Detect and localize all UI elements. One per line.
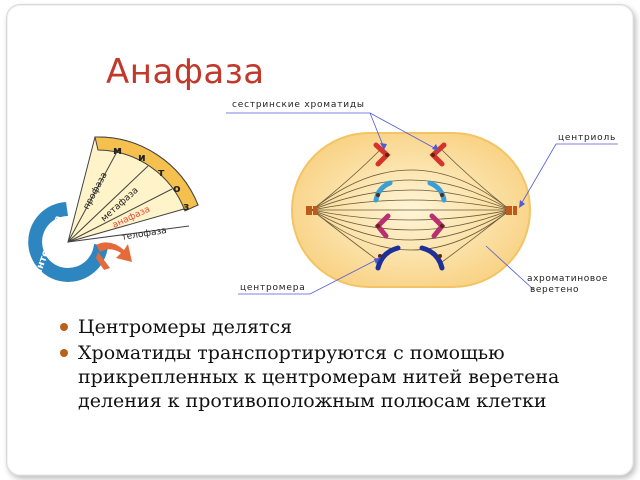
phase-label-telophase: телофаза — [121, 226, 168, 243]
bullet-item: Центромеры делятся — [60, 315, 620, 339]
pointer-lines — [226, 112, 618, 295]
wheel-letter: т — [158, 166, 165, 179]
label-centriole: центриоль — [558, 133, 616, 143]
slide-title: Анафаза — [106, 52, 265, 92]
centriole-right — [506, 206, 517, 215]
chromatid-navy-right — [419, 245, 445, 271]
chromatid-navy-left — [375, 245, 401, 271]
cycle-arrow-icon — [96, 252, 110, 270]
spindle-fibers — [311, 149, 511, 263]
label-spindle-line2: веретено — [530, 285, 579, 295]
cycle-arrow-icon — [96, 242, 132, 262]
bullet-item: Хроматиды транспортируются с помощью при… — [60, 341, 620, 413]
label-sister-chromatids: сестринские хроматиды — [232, 100, 365, 110]
wheel-outer-band — [94, 136, 199, 212]
label-spindle-line1: ахроматиновое — [527, 274, 608, 284]
centriole-left — [306, 206, 317, 215]
wheel-letter: з — [183, 200, 189, 213]
wheel-letter: и — [138, 151, 146, 164]
wheel-letter: о — [173, 182, 181, 195]
centromeres — [376, 153, 444, 258]
interphase-ring — [28, 202, 108, 282]
chromatid-blue-right — [427, 180, 447, 203]
bullet-list: Центромеры делятся Хроматиды транспортир… — [60, 315, 620, 415]
chromatid-blue-left — [373, 180, 393, 203]
mitosis-wheel: м и т о з профаза метафаза анафаза телоф… — [28, 136, 199, 282]
wheel-letter: м — [113, 144, 122, 157]
chromatids — [373, 142, 447, 271]
cell — [291, 132, 531, 288]
label-centromere: центромера — [240, 283, 306, 293]
pointer-arrowheads — [374, 143, 525, 264]
